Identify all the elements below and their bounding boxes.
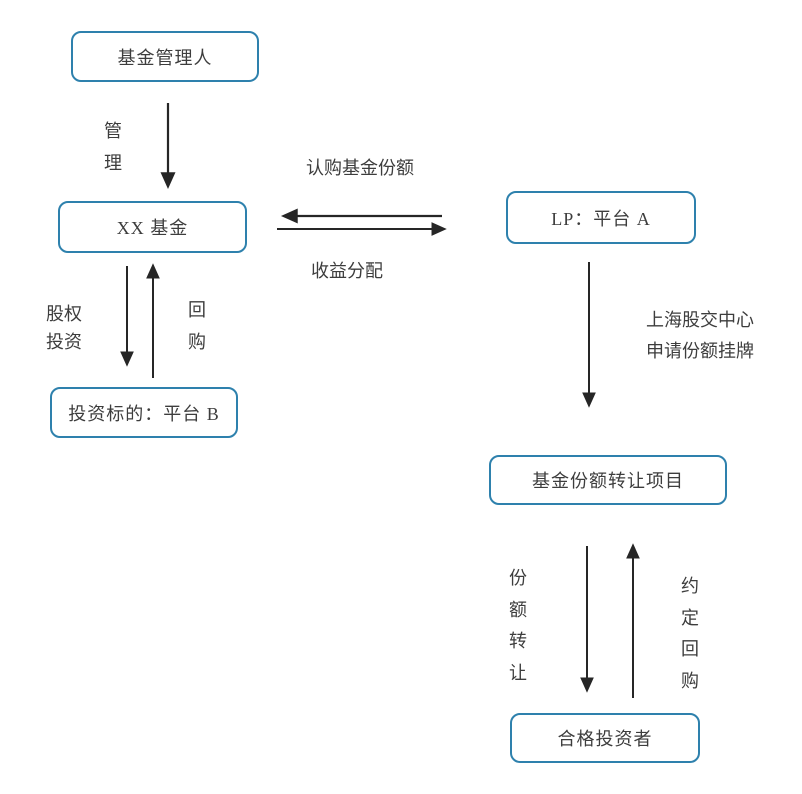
node-fund-share-transfer-project: 基金份额转让项目 [489, 455, 727, 505]
listing-label-line2: 申请份额挂牌 [646, 341, 754, 361]
income-distribution-label: 收益分配 [311, 261, 383, 281]
node-qualified-investor: 合格投资者 [510, 713, 700, 763]
subscribe-shares-label: 认购基金份额 [306, 158, 414, 178]
repurchase-label: 回购 [188, 300, 206, 352]
listing-label-line1: 上海股交中心 [646, 310, 754, 330]
node-fund-manager: 基金管理人 [71, 31, 259, 82]
node-xx-fund: XX 基金 [58, 201, 247, 253]
manage-label: 管理 [104, 121, 122, 173]
agreed-repurchase-label: 约定回购 [681, 576, 699, 691]
node-investment-target: 投资标的：平台 B [50, 387, 238, 438]
node-lp-platform-a: LP：平台 A [506, 191, 696, 244]
equity-investment-label: 股权投资 [46, 304, 82, 353]
share-transfer-label: 份额转让 [509, 568, 527, 683]
